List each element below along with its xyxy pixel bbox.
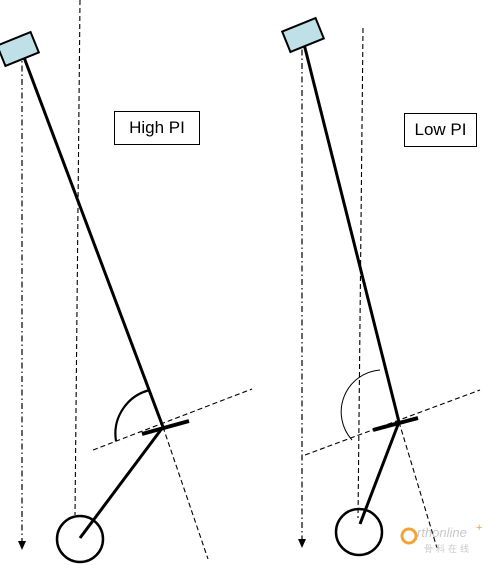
low-gravity-arrowhead (298, 539, 306, 548)
low-angle-arc (340, 369, 381, 441)
high-sacral-plate (141, 419, 190, 436)
low-pi-panel (280, 16, 481, 557)
high-trunk-line (20, 51, 165, 428)
svg-text:+: + (476, 522, 482, 534)
high-sacral-plate-line (92, 388, 253, 451)
high-sensor-box (0, 30, 41, 68)
watermark-text: rthonline (417, 525, 467, 540)
watermark-subtext: 骨科在线 (424, 544, 473, 554)
high-vertical-reference-line (74, 0, 81, 516)
high-perpendicular-line (162, 426, 209, 560)
low-trunk-line (300, 35, 401, 423)
low-femoral-line (358, 421, 401, 525)
high-gravity-arrowhead (18, 541, 26, 550)
high-femoral-line (78, 426, 165, 539)
high-femoral-head (55, 514, 105, 564)
low-sensor-box (280, 16, 326, 54)
low-sacral-plate (372, 416, 419, 432)
low-pi-label: Low PI (404, 113, 477, 147)
low-sacral-plate-line (304, 389, 481, 456)
low-vertical-reference-line (357, 27, 364, 519)
low-femoral-head (334, 507, 384, 557)
high-pi-label: High PI (114, 111, 200, 145)
orthonline-logo-icon: + (400, 522, 482, 545)
high-angle-arc (114, 388, 151, 442)
high-pi-panel (0, 0, 253, 564)
low-perpendicular-line (398, 421, 438, 549)
